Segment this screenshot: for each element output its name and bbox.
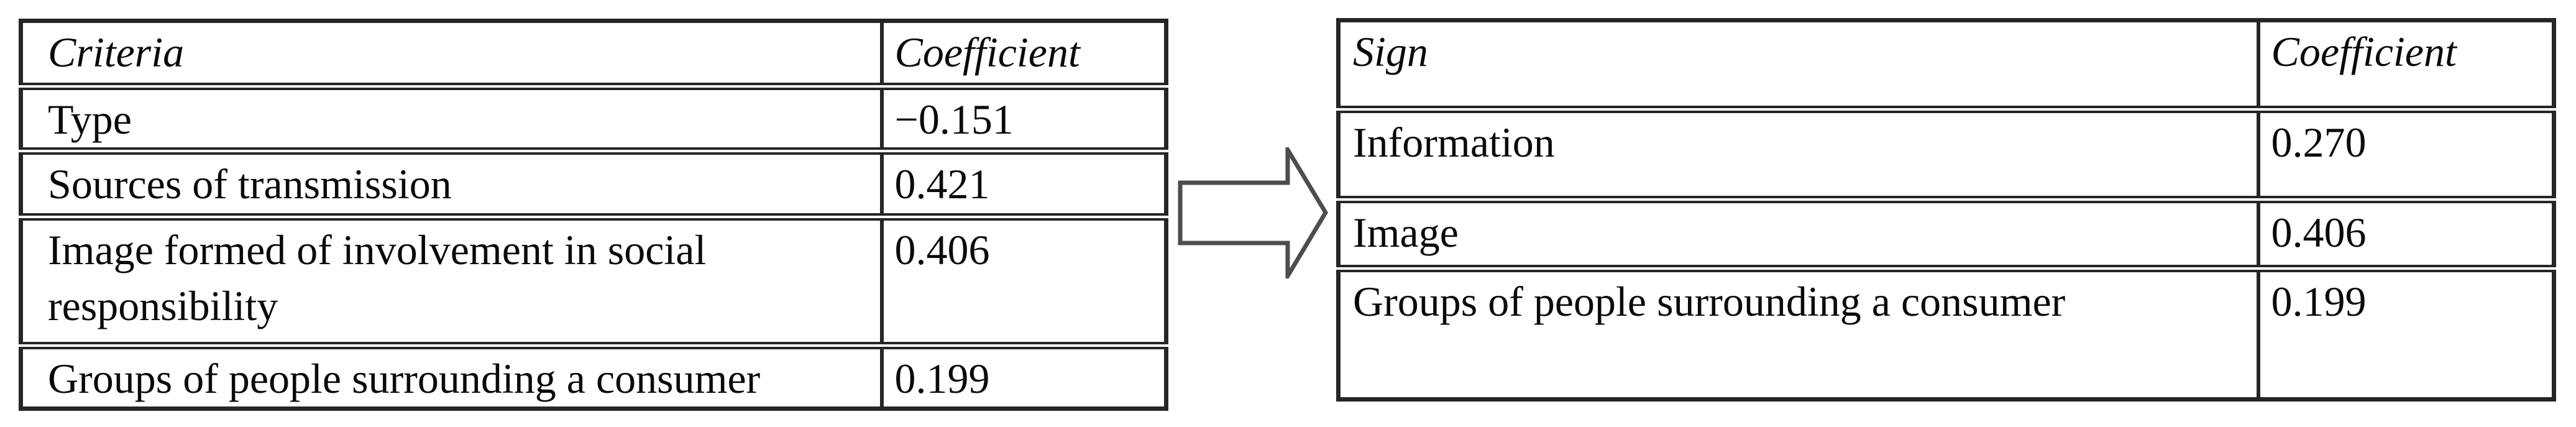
- row-coefficient-value: −0.151: [881, 86, 1167, 155]
- flow-right-arrow-icon: [1178, 147, 1328, 278]
- row-coefficient-value: 0.406: [2258, 199, 2554, 272]
- row-label: Image formed of involvement in social re…: [21, 216, 884, 349]
- row-label: Groups of people surrounding a consumer: [21, 345, 884, 408]
- table-row: Image formed of involvement in social re…: [21, 216, 1167, 349]
- row-coefficient-value: 0.421: [881, 150, 1167, 221]
- row-label: Groups of people surrounding a consumer: [1338, 268, 2260, 400]
- table-header-row: Criteria Coefficient: [21, 21, 1167, 90]
- criteria-column-header: Criteria: [21, 21, 884, 90]
- coefficient-column-header: Coefficient: [881, 21, 1167, 90]
- row-label: Type: [21, 86, 884, 155]
- sign-column-header: Sign: [1338, 20, 2260, 113]
- row-label: Image: [1338, 199, 2260, 272]
- row-coefficient-value: 0.270: [2258, 109, 2554, 203]
- row-coefficient-value: 0.199: [2271, 277, 2367, 325]
- row-coefficient-value: 0.406: [881, 216, 1167, 349]
- coefficient-column-header: Coefficient: [2258, 20, 2554, 113]
- row-label: Sources of transmission: [21, 150, 884, 221]
- table-header-row: Sign Coefficient: [1338, 20, 2554, 113]
- row-label: Information: [1338, 109, 2260, 203]
- table-row: Type−0.151: [21, 86, 1167, 155]
- row-coefficient-value: 0.199: [894, 354, 990, 402]
